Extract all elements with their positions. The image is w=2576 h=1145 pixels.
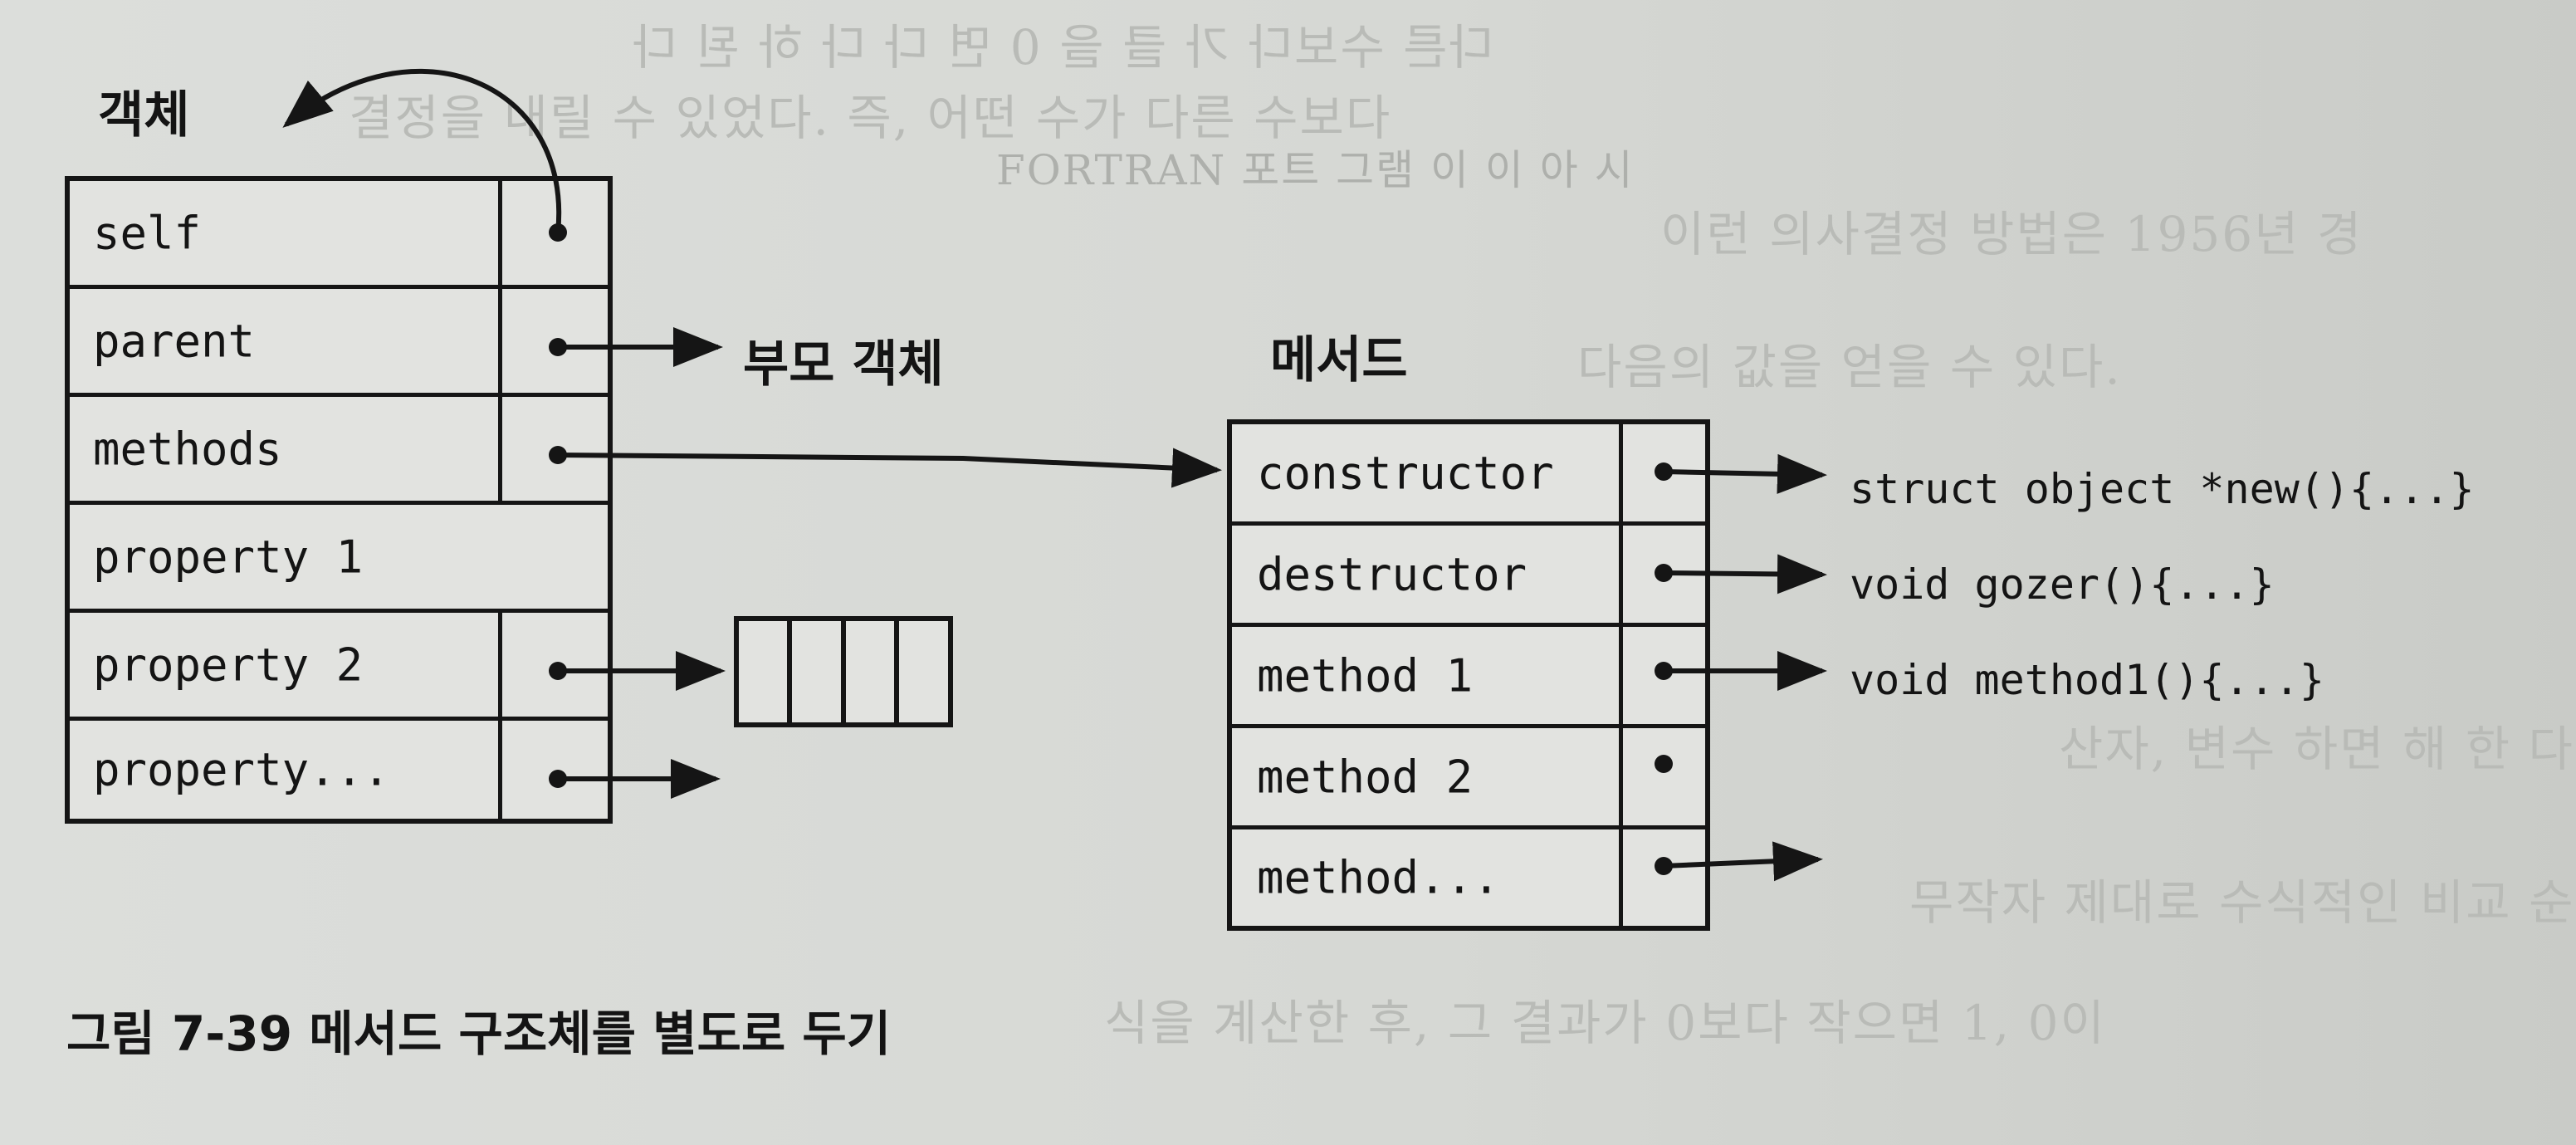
method-more-arrow xyxy=(1663,841,1823,882)
method-row-destructor: destructor xyxy=(1232,526,1705,627)
object-label: 객체 xyxy=(98,86,190,144)
method-row-method-1: method 1 xyxy=(1232,627,1705,728)
self-arrow xyxy=(282,69,562,233)
parent-object-label: 부모 객체 xyxy=(743,335,944,394)
method1-dot xyxy=(1655,662,1673,680)
property-2-dot xyxy=(549,662,567,680)
bleed-through-text-3: FORTRAN 포트 그램 이 이 아 시 xyxy=(996,146,1635,194)
row-label: method 1 xyxy=(1257,649,1474,702)
row-label: constructor xyxy=(1257,447,1554,499)
object-row-parent: parent xyxy=(70,289,608,397)
pointer-cell xyxy=(1619,829,1705,926)
self-dot xyxy=(549,223,567,242)
method1-target: void method1(){...} xyxy=(1850,656,2324,704)
method2-dot xyxy=(1655,755,1673,773)
pointer-cell xyxy=(498,289,608,393)
object-row-property-2: property 2 xyxy=(70,613,608,721)
pointer-cell xyxy=(1619,526,1705,623)
row-label: property 2 xyxy=(93,639,364,691)
bleed-through-text-2: 결정을 내릴 수 있었다. 즉, 어떤 수가 다른 수보다 xyxy=(349,90,1392,146)
row-label: methods xyxy=(93,423,282,475)
pointer-cell xyxy=(1619,424,1705,521)
destructor-arrow xyxy=(1663,554,1827,595)
figure-caption: 그림 7-39 메서드 구조체를 별도로 두기 xyxy=(66,1006,892,1062)
array-box xyxy=(734,616,953,727)
constructor-dot xyxy=(1655,462,1673,481)
method-row-constructor: constructor xyxy=(1232,424,1705,526)
method-row-method-more: method... xyxy=(1232,829,1705,926)
constructor-target: struct object *new(){...} xyxy=(1850,465,2475,513)
object-row-methods: methods xyxy=(70,397,608,505)
bleed-through-text-4: 이런 의사결정 방법은 1956년 경 xyxy=(1660,206,2363,262)
parent-dot xyxy=(549,338,567,356)
pointer-cell xyxy=(498,721,608,819)
object-struct-table: self parent methods property 1 property … xyxy=(65,176,613,824)
bleed-through-text-5: 다음의 값을 얻을 수 있다. xyxy=(1577,339,2122,395)
pointer-cell xyxy=(1619,627,1705,724)
object-row-self: self xyxy=(70,181,608,289)
pointer-cell xyxy=(1619,728,1705,825)
row-label: parent xyxy=(93,315,256,367)
row-label: method... xyxy=(1257,851,1500,904)
bleed-through-text-8: 식을 계산한 후, 그 결과가 0보다 작으면 1, 0이 xyxy=(1104,995,2106,1051)
methods-dot xyxy=(549,446,567,464)
pointer-cell xyxy=(498,181,608,285)
row-label: property 1 xyxy=(93,531,364,583)
methods-label: 메서드 xyxy=(1270,331,1408,389)
row-label: destructor xyxy=(1257,548,1528,600)
method-more-dot xyxy=(1655,857,1673,875)
methods-arrow xyxy=(557,448,1222,488)
methods-struct-table: constructor destructor method 1 method 2… xyxy=(1227,419,1710,931)
destructor-dot xyxy=(1655,564,1673,582)
property-more-dot xyxy=(549,770,567,788)
pointer-cell xyxy=(498,613,608,717)
bleed-through-text-6: 산자, 변수 하면 해 한 다 xyxy=(2059,721,2574,777)
row-label: property... xyxy=(93,743,390,796)
method-row-method-2: method 2 xyxy=(1232,728,1705,829)
row-label: method 2 xyxy=(1257,751,1474,803)
constructor-arrow xyxy=(1663,453,1827,494)
destructor-target: void gozer(){...} xyxy=(1850,560,2275,609)
bleed-through-text-7: 무작자 제대로 수식적인 비교 순서 xyxy=(1909,874,2576,931)
object-row-property-more: property... xyxy=(70,721,608,819)
object-row-property-1: property 1 xyxy=(70,505,608,613)
pointer-cell xyxy=(498,397,608,501)
row-label: self xyxy=(93,207,202,259)
